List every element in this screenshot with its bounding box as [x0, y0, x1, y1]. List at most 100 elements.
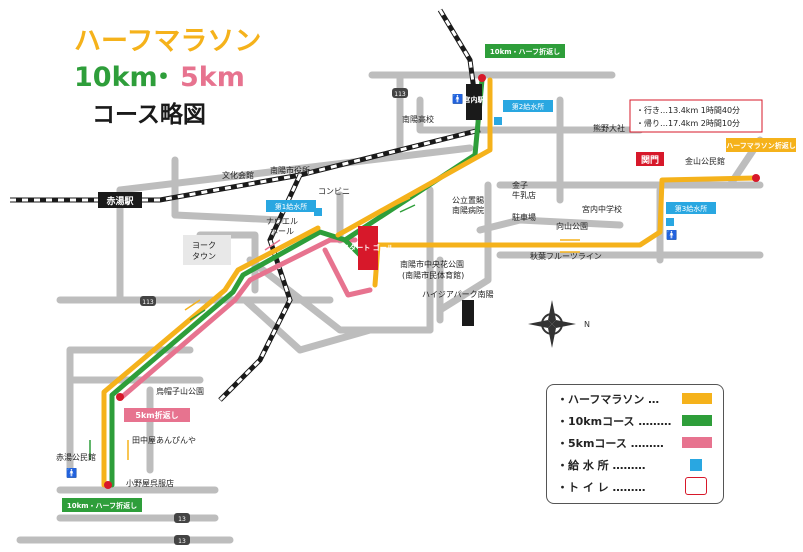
place-eboshi: 烏帽子山公園 — [156, 386, 204, 396]
toilet-markers: 🚹 🚹 🚹 — [66, 93, 677, 479]
turn-half-label: ハーフマラソン折返し — [726, 141, 796, 150]
compass: N — [528, 300, 590, 348]
place-nanyo-byoin: 南陽病院 — [452, 205, 484, 215]
legend: ・ハーフマラソン … ・10kmコース ……… ・5kmコース ……… ・給 水… — [546, 384, 724, 504]
title-course-map: コース略図 — [92, 101, 206, 128]
legend-5km-label: ・5kmコース ……… — [557, 437, 664, 450]
water-no2-marker — [494, 117, 502, 125]
place-mukaiyama: 向山公園 — [556, 221, 588, 231]
compass-n-label: N — [584, 320, 590, 329]
turn-pin — [752, 174, 760, 182]
route-half-north — [335, 77, 493, 238]
place-kouritsu: 公立置賜 — [452, 195, 484, 205]
water-no1-sign — [266, 200, 316, 212]
start-goal-label: スタート ゴール — [342, 243, 393, 252]
turn-5-label: 5km折返し — [135, 410, 178, 420]
turn-10-half-top-sign — [485, 44, 565, 58]
road — [476, 216, 624, 234]
route-13-label: 13 — [178, 538, 186, 545]
place-naueru: ナウエル — [266, 217, 298, 226]
place-miyauchi-chu: 宮内中学校 — [582, 204, 622, 214]
station-akayu-label: 赤湯駅 — [106, 195, 134, 207]
water-no1-marker — [314, 208, 322, 216]
place-minzoku: (南陽市民体育館) — [402, 270, 464, 280]
place-kinzan: 金山公民館 — [685, 156, 725, 166]
turn-10-half-bottom-label: 10km・ハーフ折返し — [67, 501, 137, 510]
place-kumano: 熊野大社 — [593, 123, 625, 133]
legend-water-label: ・給 水 所 ……… — [557, 459, 646, 472]
legend-toilet-label: ・ト イ レ ……… — [557, 481, 646, 494]
water-no3-label: 第3給水所 — [675, 204, 707, 213]
haijia-building — [462, 300, 474, 326]
route-113-shield — [140, 296, 156, 306]
place-kaneko: 金子 — [512, 180, 528, 190]
compass-needle — [548, 324, 556, 348]
route-13-shield — [174, 513, 190, 523]
station-miyauchi-label: 宮内駅 — [464, 95, 486, 104]
toilet-icon: 🚹 — [452, 93, 463, 105]
arrow — [394, 197, 411, 206]
road — [246, 256, 434, 334]
station-miyauchi-box — [466, 84, 482, 120]
route-113-label: 113 — [394, 91, 406, 98]
water-no3-marker — [666, 218, 674, 226]
place-konbini: コンビニ — [318, 187, 350, 196]
york-town-block — [183, 235, 231, 265]
legend-half-label: ・ハーフマラソン … — [557, 393, 660, 406]
title-dot: ・ — [150, 62, 177, 93]
rail-main-ticks — [10, 128, 481, 202]
arrow — [264, 239, 281, 251]
place-gyunikuten: 牛乳店 — [512, 190, 536, 200]
road — [241, 296, 374, 354]
start-goal-sign — [358, 226, 378, 270]
gate-label: 関門 — [641, 155, 659, 166]
route-113-shield — [392, 88, 408, 98]
route-13-label: 13 — [178, 516, 186, 523]
direction-arrows — [89, 197, 580, 460]
rail-flower-ticks — [218, 174, 302, 402]
title-10km: 10km — [74, 62, 158, 93]
place-tanakaya: 田中屋あんぴんや — [132, 435, 196, 445]
turn-10-half-top-label: 10km・ハーフ折返し — [490, 47, 560, 56]
place-shiyakusho: 南陽市役所 — [270, 165, 310, 175]
turn-pin — [116, 393, 124, 401]
water-no3-sign — [666, 202, 716, 214]
compass-needle — [548, 300, 556, 324]
toilet-icon — [685, 477, 707, 495]
arrow — [184, 299, 201, 311]
road — [171, 211, 284, 224]
route-113-label: 113 — [142, 299, 154, 306]
legend-5km-swatch — [682, 437, 712, 448]
turn-pin — [104, 481, 112, 489]
route-5km-spur — [322, 247, 373, 298]
gate-note-line2: ・帰り…17.4km 2時間10分 — [636, 118, 740, 128]
road — [436, 181, 492, 314]
place-hall: ホール — [270, 227, 294, 236]
title-half: ハーフマラソン — [74, 26, 261, 57]
place-nanyo-koko: 南陽高校 — [402, 114, 434, 124]
place-town: タウン — [192, 252, 216, 261]
legend-half-swatch — [682, 393, 712, 404]
place-onoya: 小野屋呉服店 — [126, 478, 174, 488]
gate-sign — [636, 152, 664, 166]
station-akayu-box — [98, 192, 142, 208]
place-akayu-kominkan: 赤湯公民館 — [56, 452, 96, 462]
water-no2-label: 第2給水所 — [512, 102, 544, 111]
turn-half-sign — [726, 138, 796, 152]
toilet-icon: 🚹 — [66, 467, 77, 479]
route-13-shield — [174, 535, 190, 545]
road — [416, 96, 564, 134]
water-icon — [690, 459, 702, 471]
place-fruit-line: 秋葉フルーツライン — [530, 251, 602, 261]
place-chuo-koen: 南陽市中央花公園 — [400, 259, 464, 269]
turn-10-half-bottom-sign — [62, 498, 142, 512]
arrow — [399, 204, 416, 213]
toilet-icon: 🚹 — [666, 229, 677, 241]
turn-pin — [478, 74, 486, 82]
place-haijia: ハイジアパーク南陽 — [422, 289, 494, 299]
legend-10km-label: ・10kmコース ……… — [557, 415, 672, 428]
place-chushajo: 駐車場 — [512, 212, 536, 222]
compass-needle — [552, 320, 576, 328]
legend-10km-swatch — [682, 415, 712, 426]
